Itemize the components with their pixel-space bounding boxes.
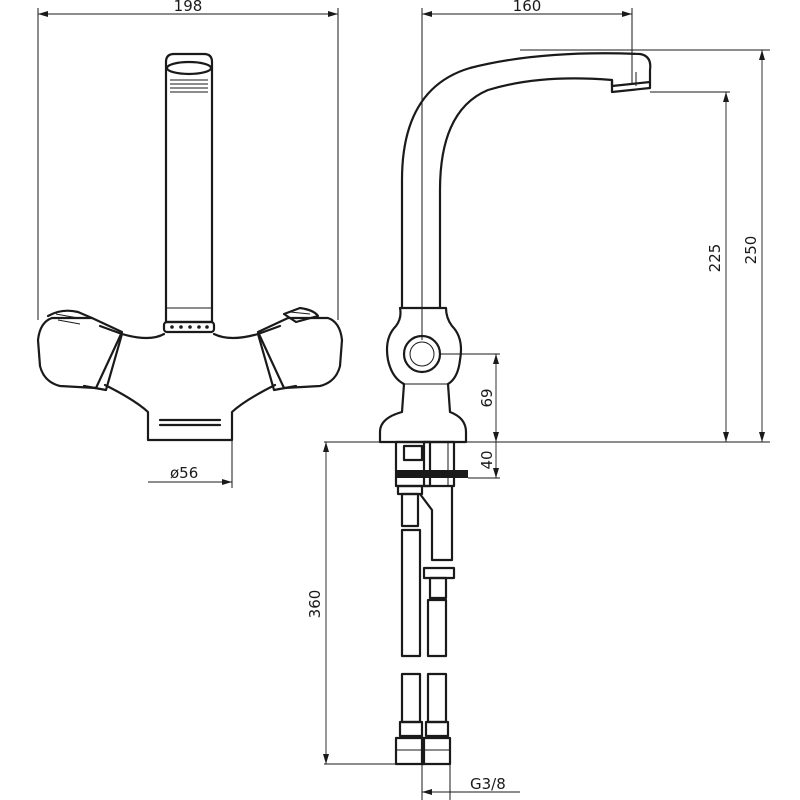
hose-right-upper xyxy=(426,598,448,658)
front-view: 198 ø56 xyxy=(36,0,344,488)
mounting-assembly xyxy=(394,440,468,600)
dim-hose-length: 360 xyxy=(306,590,324,619)
side-spout xyxy=(400,52,652,310)
hose-right-lower xyxy=(426,672,448,724)
dim-connection-thread: G3/8 xyxy=(470,775,506,793)
side-handle-cap xyxy=(402,334,442,374)
hose-left-lower xyxy=(400,672,422,724)
dim-deck-thickness: 40 xyxy=(478,450,496,469)
dim-front-width: 198 xyxy=(174,0,203,15)
aerator-top xyxy=(165,60,213,76)
right-handle xyxy=(256,306,344,392)
front-ring xyxy=(162,320,216,334)
dim-body-height: 69 xyxy=(478,388,496,407)
front-body xyxy=(103,332,277,442)
front-spout-column xyxy=(164,52,214,324)
dim-base-diameter: ø56 xyxy=(170,464,198,482)
dim-total-height: 250 xyxy=(742,236,760,265)
hose-left-upper xyxy=(400,528,422,658)
dim-outlet-height: 225 xyxy=(706,244,724,273)
left-handle xyxy=(36,309,124,392)
side-body xyxy=(378,306,468,444)
hose-fittings xyxy=(394,720,452,766)
side-view: 250 225 69 40 360 160 G3/8 xyxy=(306,0,770,800)
side-aerator xyxy=(610,78,652,94)
dim-side-reach: 160 xyxy=(513,0,542,15)
